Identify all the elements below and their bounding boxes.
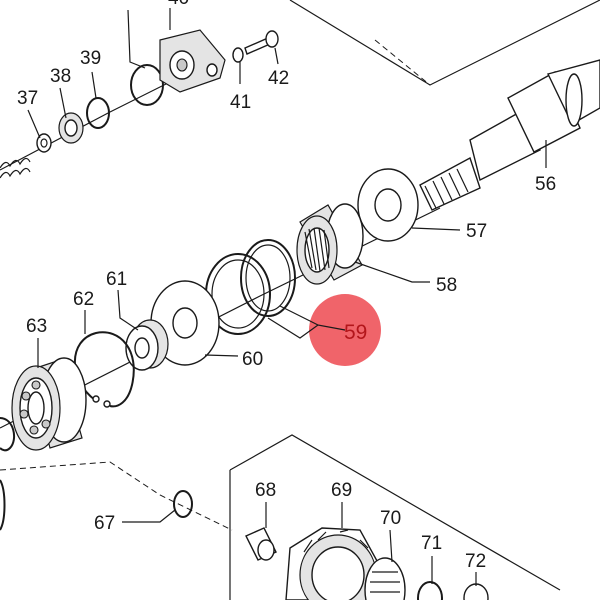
leader-60 — [204, 354, 239, 357]
label-40: 40 — [168, 0, 189, 9]
label-60: 60 — [242, 349, 263, 370]
oring-39 — [86, 97, 110, 129]
leader-42 — [274, 47, 279, 65]
ring-left-edge-lower — [0, 479, 6, 531]
label-62: 62 — [73, 289, 94, 310]
dash-leader-top — [374, 39, 431, 86]
ring-71 — [417, 581, 443, 600]
leader-61 — [117, 289, 139, 331]
washer-57-hole — [374, 188, 402, 222]
label-72: 72 — [465, 551, 486, 572]
label-61: 61 — [106, 269, 127, 290]
label-59: 59 — [344, 321, 367, 344]
washer-72 — [463, 583, 489, 600]
plug-68 — [245, 527, 277, 561]
gear-70 — [364, 557, 406, 600]
circlip-62-eye1 — [103, 400, 111, 408]
leader-59 — [267, 305, 346, 339]
label-68: 68 — [255, 480, 276, 501]
label-37: 37 — [17, 88, 38, 109]
needle-bearing-58 — [296, 203, 364, 285]
label-70: 70 — [380, 508, 401, 529]
leader-37 — [27, 109, 41, 139]
circlip-62-eye2 — [92, 395, 100, 403]
washer-60-hole — [172, 307, 198, 339]
label-63: 63 — [26, 316, 47, 337]
label-42: 42 — [268, 68, 289, 89]
ring-59b-inner — [211, 259, 265, 329]
label-67: 67 — [94, 513, 115, 534]
label-57: 57 — [466, 221, 487, 242]
dash-leader-bottom — [0, 461, 233, 531]
leader-38 — [59, 87, 67, 119]
leader-70 — [389, 529, 393, 563]
housing-40 — [159, 29, 226, 93]
spring-part — [0, 157, 31, 179]
label-71: 71 — [421, 533, 442, 554]
housing-outline-bottom — [229, 434, 561, 591]
ring-left-edge — [0, 417, 16, 452]
label-41: 41 — [230, 92, 251, 113]
washer-37 — [36, 133, 52, 153]
gear-housing-69 — [285, 527, 383, 600]
bearing-38-inner — [64, 119, 78, 137]
leader-57 — [411, 227, 461, 231]
label-38: 38 — [50, 66, 71, 87]
leader-40-ring — [127, 9, 146, 69]
shaft-56 — [419, 59, 600, 211]
leader-39 — [91, 71, 97, 99]
ball-bearing-63 — [11, 357, 87, 451]
oring-67 — [173, 490, 193, 518]
washer-41 — [232, 47, 244, 63]
label-56: 56 — [535, 174, 556, 195]
leader-67 — [122, 509, 176, 523]
ring-59a — [240, 239, 296, 317]
label-69: 69 — [331, 480, 352, 501]
label-39: 39 — [80, 48, 101, 69]
washer-37-hole — [40, 138, 48, 148]
leader-58 — [354, 261, 430, 283]
oring-40 — [130, 64, 164, 106]
label-58: 58 — [436, 275, 457, 296]
spacer-61 — [125, 319, 169, 371]
screw-42 — [244, 30, 279, 55]
